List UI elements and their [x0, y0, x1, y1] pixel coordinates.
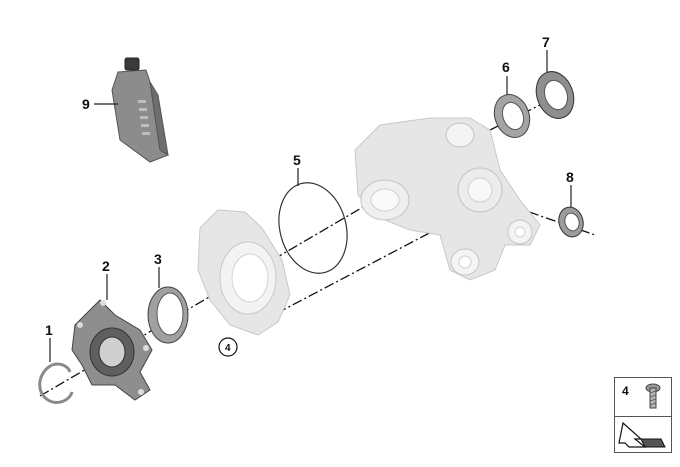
circlip-part: [38, 362, 74, 404]
cover-housing-part: [197, 209, 291, 336]
callout-2: 2: [102, 258, 110, 274]
callout-4-circle: [218, 337, 238, 357]
legend-box: 4: [614, 377, 672, 453]
legend-item-number: 4: [622, 384, 629, 398]
radial-seal-part: [535, 71, 575, 119]
callout-3: 3: [154, 251, 162, 267]
screw-icon: [645, 383, 661, 409]
final-drive-housing-part: [354, 117, 541, 281]
o-ring-part: [278, 182, 348, 274]
small-seal-part: [558, 206, 584, 238]
flange-part: [71, 299, 153, 401]
callout-6: 6: [502, 59, 510, 75]
callout-8: 8: [566, 169, 574, 185]
callout-9: 9: [82, 96, 90, 112]
callout-1: 1: [45, 322, 53, 338]
shaft-seal-part: [493, 94, 531, 138]
oil-bottle-part: [111, 57, 170, 163]
callout-5: 5: [293, 152, 301, 168]
axis-line-upper: [39, 199, 376, 397]
callout-7: 7: [542, 34, 550, 50]
legend-divider: [615, 416, 671, 417]
arrow-symbol-icon: [618, 421, 666, 448]
seal-ring-part: [147, 286, 189, 344]
callout-4-circled: 4: [225, 343, 231, 354]
